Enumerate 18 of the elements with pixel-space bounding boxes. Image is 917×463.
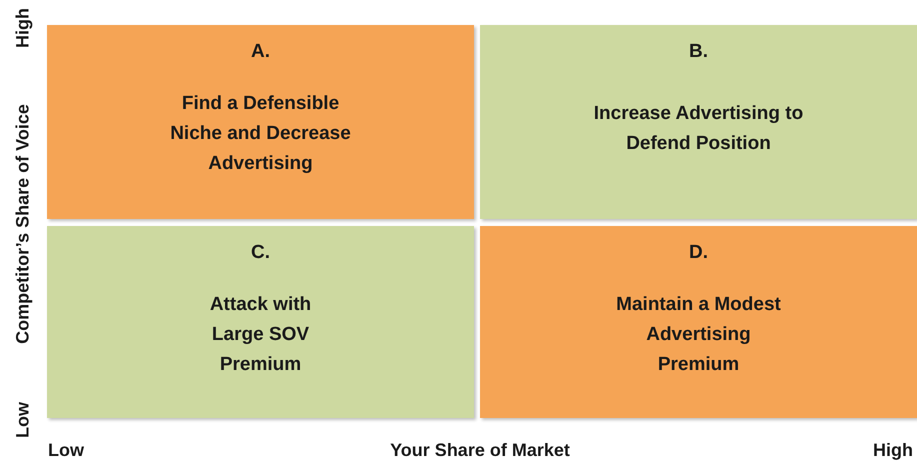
quadrant-text: Maintain a Modest Advertising Premium [615, 293, 782, 377]
quadrant-letter: B. [689, 40, 708, 64]
axis-label: Low [12, 402, 34, 438]
quadrant-text: Increase Advertising to Defend Position [592, 102, 804, 156]
quadrant-box [47, 226, 474, 418]
axis-label: High [12, 8, 34, 48]
axis-label: High [873, 439, 913, 462]
axis-label: Low [48, 439, 84, 462]
quadrant-letter: A. [251, 40, 270, 64]
quadrant-box [480, 226, 917, 418]
quadrant-letter: C. [251, 241, 270, 265]
quadrant-box [47, 25, 474, 219]
quadrant-box [480, 25, 917, 219]
quadrant-letter: D. [689, 241, 708, 265]
axis-title: Competitor’s Share of Voice [12, 104, 34, 344]
quadrant-text: Attack with Large SOV Premium [208, 293, 312, 377]
quadrant-text: Find a Defensible Niche and Decrease Advertising [169, 92, 352, 176]
axis-title: Your Share of Market [390, 439, 570, 462]
